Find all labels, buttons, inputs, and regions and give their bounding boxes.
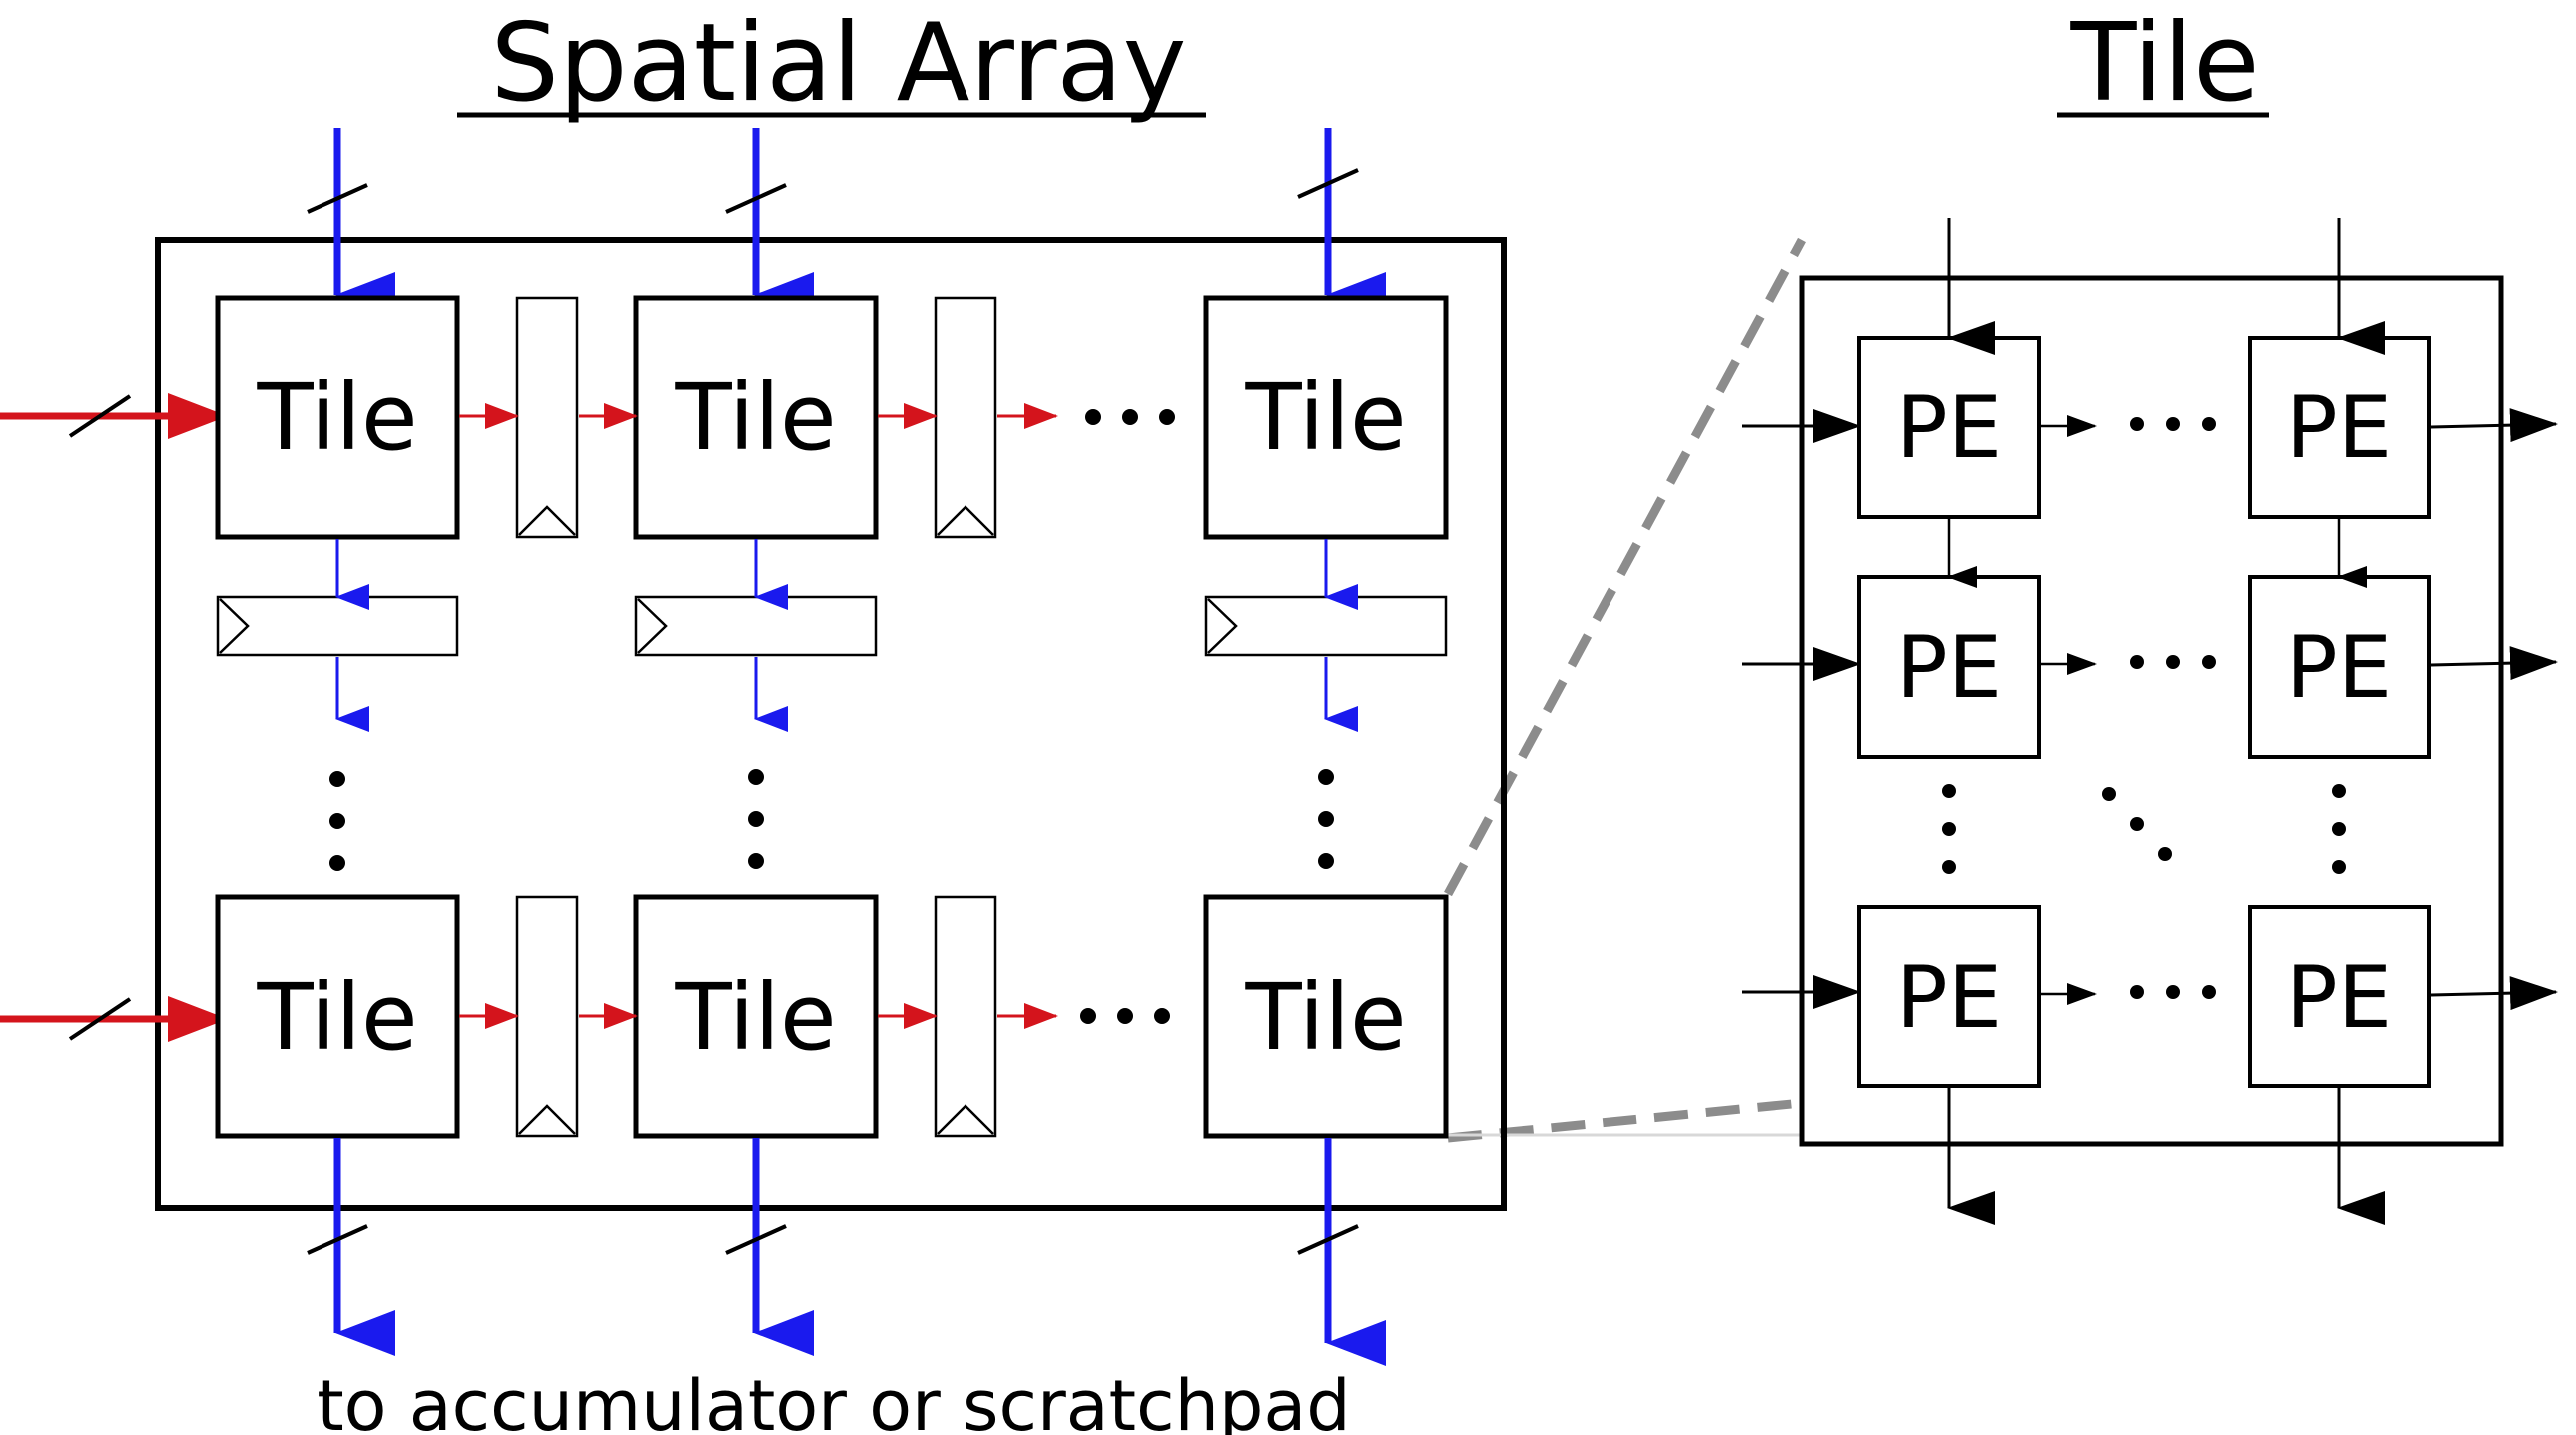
svg-text:PE: PE: [1896, 948, 2002, 1048]
pe-left-inputs: [1742, 409, 1861, 1009]
tile-r2-c1: Tile: [215, 894, 460, 1139]
left-input-arrows: [0, 393, 228, 1042]
tile-detail-frame: [1799, 275, 2504, 1147]
pe-bottom-outputs: [1947, 1088, 2385, 1225]
svg-text:PE: PE: [1896, 618, 2002, 718]
svg-text:Tile: Tile: [256, 964, 417, 1071]
pipeline-registers-vertical: [515, 296, 997, 1138]
svg-text:Tile: Tile: [1244, 364, 1406, 471]
svg-text:Tile: Tile: [1244, 964, 1406, 1071]
zoom-lines: [1444, 237, 1806, 1143]
tile-r2-c3: Tile: [1203, 894, 1449, 1139]
pe-r3-c2: PE: [2248, 905, 2431, 1088]
bus-slashes-left: [68, 394, 132, 1041]
svg-text:PE: PE: [2286, 948, 2392, 1048]
bottom-output-arrows: [333, 1138, 1386, 1366]
bus-slashes-bottom: [307, 1224, 1359, 1255]
pe-top-inputs: [1947, 218, 2385, 355]
spatial-array-title: Spatial Array: [457, 1, 1206, 126]
pe-links-horizontal: [2041, 415, 2097, 1005]
svg-text:PE: PE: [2286, 618, 2392, 718]
tile-r1-c2: Tile: [633, 295, 879, 540]
spatial-array-frame: [155, 237, 1507, 1211]
bus-slashes-top: [307, 168, 1359, 214]
svg-text:PE: PE: [2286, 378, 2392, 478]
pe-r1-c2: PE: [2248, 336, 2431, 519]
ellipsis-horizontal: [1080, 409, 1175, 1024]
pe-r2-c2: PE: [2248, 575, 2431, 759]
pe-r1-c1: PE: [1857, 336, 2041, 519]
output-caption: to accumulator or scratchpad: [317, 1365, 1351, 1435]
svg-text:Tile: Tile: [256, 364, 417, 471]
top-input-arrows: [333, 128, 1386, 318]
ellipsis-vertical: [329, 769, 1334, 871]
svg-text:Spatial Array: Spatial Array: [490, 1, 1186, 126]
svg-text:Tile: Tile: [674, 964, 836, 1071]
pipeline-registers-horizontal: [216, 595, 1448, 657]
svg-text:Tile: Tile: [674, 364, 836, 471]
svg-text:PE: PE: [1896, 378, 2002, 478]
tile-r1-c1: Tile: [215, 295, 460, 540]
pe-ellipsis-horizontal: [2130, 417, 2216, 999]
tile-r2-c2: Tile: [633, 894, 879, 1139]
pe-links-vertical: [1947, 519, 2367, 588]
pe-r2-c1: PE: [1857, 575, 2041, 759]
tile-r1-c3: Tile: [1203, 295, 1449, 540]
tile-detail-title: Tile: [2057, 1, 2269, 126]
pe-right-outputs: [2430, 408, 2558, 1011]
blue-links-down: [335, 539, 1358, 732]
pe-ellipsis-vertical: [1942, 784, 2346, 874]
pe-r3-c1: PE: [1857, 905, 2041, 1088]
pe-ellipsis-diagonal: [2102, 787, 2172, 861]
svg-text:Tile: Tile: [2069, 1, 2258, 126]
